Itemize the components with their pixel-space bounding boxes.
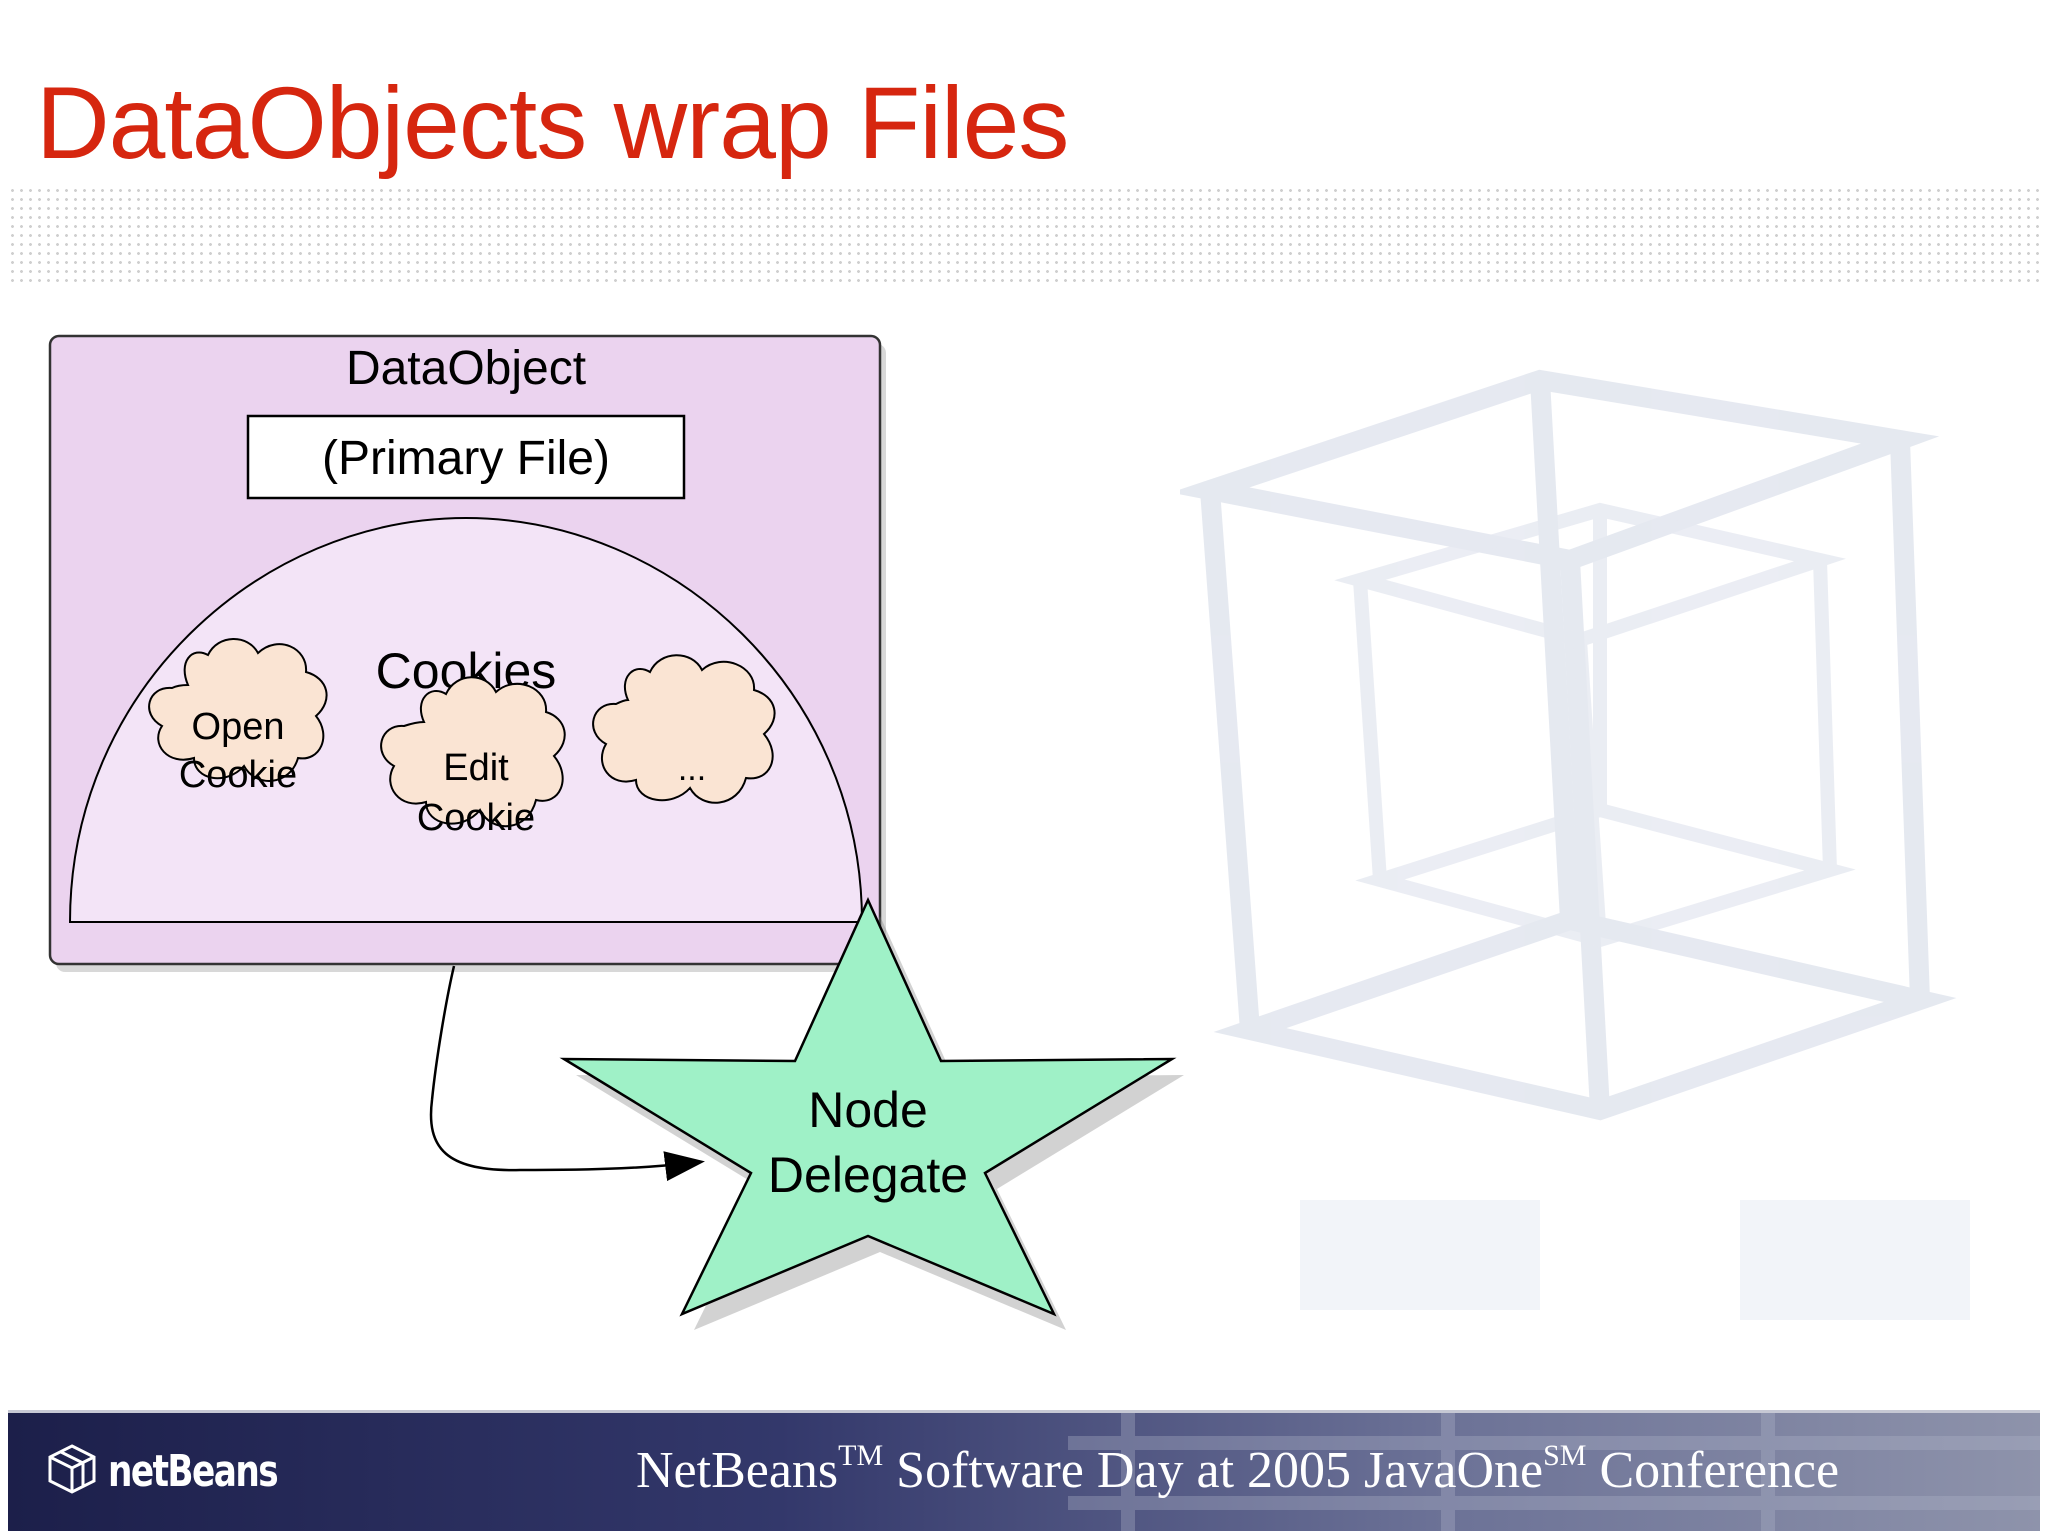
- more-cookies-cloud: [592, 654, 776, 804]
- dataobject-label: DataObject: [346, 342, 586, 395]
- more-cookies-label: ...: [678, 750, 706, 788]
- edit-cookie-line2: Cookie: [417, 797, 535, 839]
- footer-netbeans: NetBeans: [636, 1442, 839, 1499]
- netbeans-logo-text: netBeans: [108, 1446, 279, 1497]
- footer-tm: TM: [838, 1439, 884, 1472]
- open-cookie-cloud: [148, 638, 328, 782]
- primary-file-label: (Primary File): [322, 432, 610, 485]
- primary-file-box: [246, 414, 686, 500]
- edit-cookie-cloud: [380, 676, 566, 828]
- background-wireframe-cube: [1180, 369, 1970, 1320]
- open-cookie-line1: Open: [192, 706, 285, 748]
- edit-cookie-line1: Edit: [443, 747, 509, 789]
- dataobject-diagram: DataObject (Primary File) Cookies Open C…: [48, 334, 1184, 1330]
- node-delegate-line2: Delegate: [768, 1147, 968, 1203]
- footer-cube-art: [1068, 1413, 2040, 1531]
- footer-bar: netBeans NetBeansTM Software Day at 2005…: [8, 1410, 2040, 1531]
- netbeans-cube-icon: [46, 1443, 98, 1500]
- dotted-divider: [8, 186, 2040, 282]
- footer-conference-text: NetBeansTM Software Day at 2005 JavaOneS…: [636, 1441, 1839, 1500]
- footer-sm: SM: [1543, 1439, 1587, 1472]
- node-delegate-star: [559, 896, 1184, 1330]
- open-cookie-line2: Cookie: [179, 754, 297, 796]
- footer-end: Conference: [1586, 1442, 1840, 1499]
- node-delegate-arrow: [429, 965, 705, 1182]
- footer-middle: Software Day at 2005 JavaOne: [883, 1442, 1544, 1499]
- netbeans-logo: netBeans: [46, 1443, 325, 1500]
- node-delegate-line1: Node: [808, 1082, 928, 1138]
- slide-title: DataObjects wrap Files: [36, 66, 1069, 180]
